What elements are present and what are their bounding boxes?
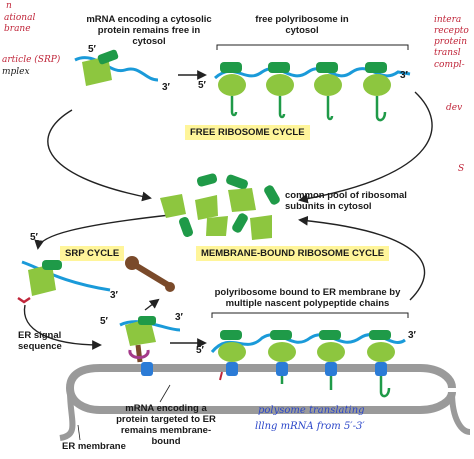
five-prime-docking: 5′ <box>100 316 108 327</box>
handnote-bottom-2: lllng mRNA from 5′-3′ <box>255 421 365 432</box>
arrow-srp-down <box>23 304 102 350</box>
free-mrna-ribosome <box>74 49 159 86</box>
three-prime-poly: 3′ <box>400 70 408 81</box>
handnote-right-4: transl <box>434 48 461 58</box>
polyribosome-bracket <box>216 44 409 50</box>
handnote-bottom-1: polysome translating <box>258 405 365 416</box>
cycle-arrow-left-bottom <box>34 214 171 250</box>
handnote-top-left-1: n <box>6 1 12 11</box>
label-er-membrane: ER membrane <box>62 441 126 452</box>
membrane-polyribosome <box>210 330 406 398</box>
handnote-right-2: recepto <box>434 26 469 36</box>
free-polyribosome <box>213 62 411 122</box>
label-common-pool: common pool of ribosomal subunits in cyt… <box>285 190 407 212</box>
label-mrna-free: mRNA encoding a cytosolic protein remain… <box>86 14 212 47</box>
er-membrane-pointer <box>77 424 81 441</box>
srp-particle <box>125 256 175 292</box>
srp-ribosome <box>17 260 111 304</box>
handnote-right-1: intera <box>434 15 462 25</box>
five-prime-poly: 5′ <box>198 80 206 91</box>
srp-cycle-banner: SRP CYCLE <box>60 246 125 261</box>
handnote-left-srp: article (SRP) <box>2 55 61 65</box>
three-prime-srp: 3′ <box>110 290 118 301</box>
three-prime-free: 3′ <box>162 82 170 93</box>
handnote-right-3: protein <box>434 37 468 47</box>
ribosome-subunit-pool <box>160 173 280 240</box>
handnote-top-left-2: ational <box>4 13 36 23</box>
label-free-polyribosome: free polyribosome in cytosol <box>255 14 349 36</box>
label-er-lumen: ER LUMEN <box>82 385 132 396</box>
handnote-right-7: S <box>458 164 465 174</box>
docking-ribosome <box>119 316 181 363</box>
translocators <box>141 362 387 376</box>
handnote-right-5: compl- <box>434 60 465 70</box>
cycle-arrow-left-top <box>47 109 152 202</box>
free-ribosome-cycle-banner: FREE RIBOSOME CYCLE <box>185 125 310 140</box>
cycle-arrow-right-top <box>298 91 433 204</box>
label-mrna-er: mRNA encoding a protein targeted to ER r… <box>116 403 216 447</box>
handnote-top-left-3: brane <box>4 24 31 34</box>
label-polyribosome-bound: polyribosome bound to ER membrane by mul… <box>214 287 401 309</box>
cycle-arrow-right-bottom <box>298 215 426 301</box>
handnote-left-complex: mplex <box>2 67 30 77</box>
five-prime-free: 5′ <box>88 44 96 55</box>
label-er-signal: ER signal sequence <box>18 330 62 352</box>
membrane-polyribosome-bracket <box>211 312 409 318</box>
membrane-cycle-banner: MEMBRANE-BOUND RIBOSOME CYCLE <box>196 246 390 261</box>
three-prime-membrane: 3′ <box>408 330 416 341</box>
three-prime-docking: 3′ <box>175 312 183 323</box>
er-membrane <box>59 364 471 441</box>
five-prime-membrane: 5′ <box>196 345 204 356</box>
mrna-er-pointer <box>159 384 171 403</box>
arrow-srp-release <box>144 298 160 311</box>
handnote-right-6: dev <box>446 103 463 113</box>
five-prime-srp: 5′ <box>30 232 38 243</box>
